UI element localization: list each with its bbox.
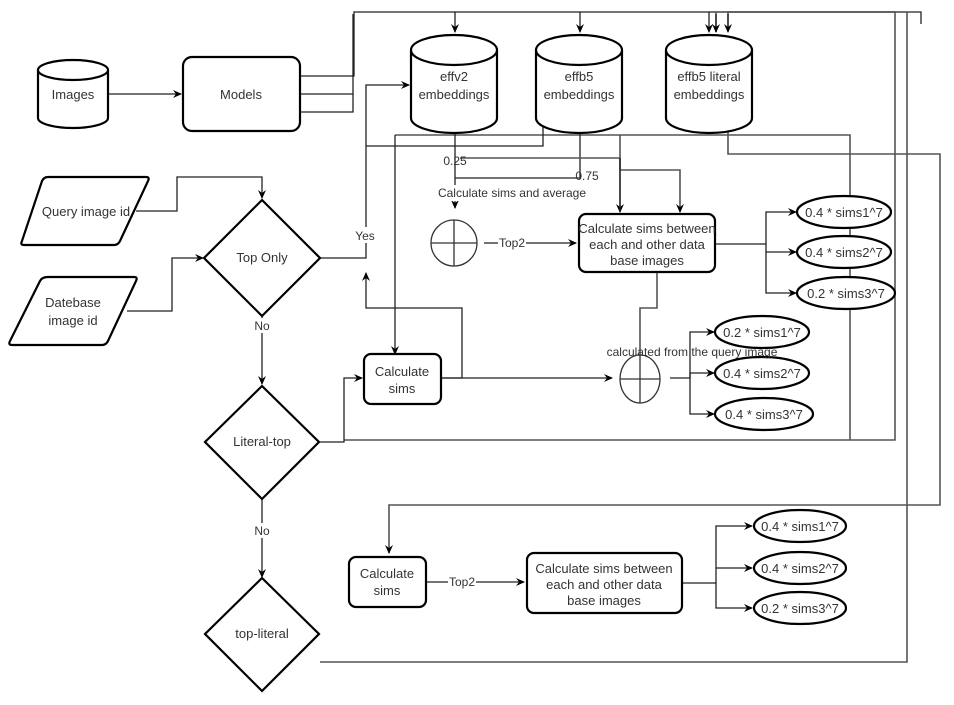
edge-labels: Yes No No 0.25 0.75 Calculate sims and a… [252, 154, 778, 589]
output-2-1[interactable]: 0.2 * sims1^7 [713, 314, 811, 350]
edge-database-topOnly [127, 254, 204, 312]
edge-out2-2 [689, 369, 715, 378]
edge-out3-3 [715, 583, 753, 612]
effb5-embeddings-node[interactable]: effb5 embeddings [534, 33, 624, 135]
calc-between-2-line3: base images [567, 593, 641, 608]
yes-label: Yes [355, 229, 375, 243]
database-image-id-input-node[interactable]: Datebase image id [8, 275, 138, 347]
output-2-3-label: 0.4 * sims3^7 [725, 407, 803, 422]
output-3-3[interactable]: 0.2 * sims3^7 [752, 590, 848, 626]
edge-out1-1 [715, 208, 797, 245]
literal-top-label: Literal-top [233, 434, 291, 449]
output-1-2-label: 0.4 * sims2^7 [805, 245, 883, 260]
calc-sims-between-node-1[interactable]: Calculate sims between each and other da… [577, 212, 717, 274]
top-only-label: Top Only [236, 250, 288, 265]
edge-out1-2 [765, 244, 797, 256]
query-image-id-input-node[interactable]: Query image id [20, 175, 150, 247]
effb5-literal-label-line1: effb5 literal [677, 69, 740, 84]
calc-between-2-line1: Calculate sims between [535, 561, 672, 576]
sum-circle-node[interactable] [430, 219, 478, 267]
output-1-3-label: 0.2 * sims3^7 [807, 286, 885, 301]
edges [108, 11, 941, 663]
calc-between-2-line2: each and other data [546, 577, 662, 592]
output-3-1-label: 0.4 * sims1^7 [761, 519, 839, 534]
calc-sims-node-1[interactable]: Calculate sims [362, 352, 443, 406]
weight-025-label: 0.25 [443, 154, 467, 168]
edge-literal-top-calc-sims [320, 374, 363, 443]
output-1-2[interactable]: 0.4 * sims2^7 [795, 234, 893, 270]
calc-between-1-line1: Calculate sims between [578, 221, 715, 236]
literal-top-decision-node[interactable]: Literal-top [203, 384, 321, 501]
top2-label-1: Top2 [499, 236, 525, 250]
database-image-id-label-line2: image id [48, 313, 97, 328]
top2-label-2: Top2 [449, 575, 475, 589]
query-image-id-label: Query image id [42, 204, 130, 219]
edge-under-cylinders [395, 134, 851, 440]
effv2-embeddings-node[interactable]: effv2 embeddings [409, 33, 499, 135]
edge-models-bus-3 [300, 94, 354, 113]
calc-sims-2-line2: sims [374, 583, 401, 598]
edge-out2-1 [670, 328, 715, 379]
effb5-literal-label-line2: embeddings [674, 87, 745, 102]
no-label-2: No [254, 524, 270, 538]
output-group-2: 0.2 * sims1^7 0.4 * sims2^7 0.4 * sims3^… [713, 314, 815, 432]
effv2-label-line1: effv2 [440, 69, 468, 84]
weight-075-label: 0.75 [575, 169, 599, 183]
effb5-label-line2: embeddings [544, 87, 615, 102]
edge-yes-effv2 [320, 81, 410, 259]
output-3-2-label: 0.4 * sims2^7 [761, 561, 839, 576]
output-3-2[interactable]: 0.4 * sims2^7 [752, 550, 848, 586]
edge-models-bus-2 [300, 14, 354, 95]
output-3-3-label: 0.2 * sims3^7 [761, 601, 839, 616]
output-1-3[interactable]: 0.2 * sims3^7 [795, 275, 897, 311]
edge-models-bus-1 [300, 11, 922, 77]
calc-sims-1-line1: Calculate [375, 364, 429, 379]
calc-sims-2-line1: Calculate [360, 566, 414, 581]
edge-effb5-calc-between [619, 135, 684, 213]
calc-sims-between-node-2[interactable]: Calculate sims between each and other da… [525, 551, 684, 615]
calc-sims-average-label: Calculate sims and average [438, 186, 586, 200]
output-group-3: 0.4 * sims1^7 0.4 * sims2^7 0.2 * sims3^… [752, 508, 848, 626]
images-database-node[interactable]: Images [36, 58, 110, 130]
effb5-literal-embeddings-node[interactable]: effb5 literal embeddings [664, 33, 754, 135]
calc-between-1-line2: each and other data [589, 237, 705, 252]
query-sum-circle-node[interactable] [619, 354, 661, 404]
output-1-1-label: 0.4 * sims1^7 [805, 205, 883, 220]
calculated-from-query-label: calculated from the query image [607, 345, 778, 359]
output-group-1: 0.4 * sims1^7 0.4 * sims2^7 0.2 * sims3^… [795, 194, 897, 311]
calc-sims-node-2[interactable]: Calculate sims [347, 555, 428, 609]
edge-literal-calc-sims-2 [385, 128, 941, 554]
edge-out1-3 [765, 252, 797, 297]
edge-query-topOnly [136, 176, 266, 212]
output-2-2[interactable]: 0.4 * sims2^7 [713, 355, 811, 391]
edge-effb5-sum [455, 128, 581, 179]
edge-out2-3 [689, 378, 715, 418]
effb5-label-line1: effb5 [565, 69, 594, 84]
calc-sims-1-line2: sims [389, 381, 416, 396]
no-label-1: No [254, 319, 270, 333]
models-node[interactable]: Models [181, 55, 302, 133]
output-2-2-label: 0.4 * sims2^7 [723, 366, 801, 381]
models-label: Models [220, 87, 262, 102]
calc-between-1-line3: base images [610, 253, 684, 268]
database-image-id-label-line1: Datebase [45, 295, 101, 310]
output-3-1[interactable]: 0.4 * sims1^7 [752, 508, 848, 544]
edge-out3-1 [682, 522, 753, 584]
output-2-3[interactable]: 0.4 * sims3^7 [713, 396, 815, 432]
output-2-1-label: 0.2 * sims1^7 [723, 325, 801, 340]
output-1-1[interactable]: 0.4 * sims1^7 [795, 194, 893, 230]
edge-calc-between-circle [639, 272, 658, 368]
images-label: Images [52, 87, 95, 102]
effv2-label-line2: embeddings [419, 87, 490, 102]
top-only-decision-node[interactable]: Top Only [202, 198, 322, 318]
top-literal-decision-node[interactable]: top-literal [203, 576, 321, 693]
top-literal-label: top-literal [235, 626, 289, 641]
